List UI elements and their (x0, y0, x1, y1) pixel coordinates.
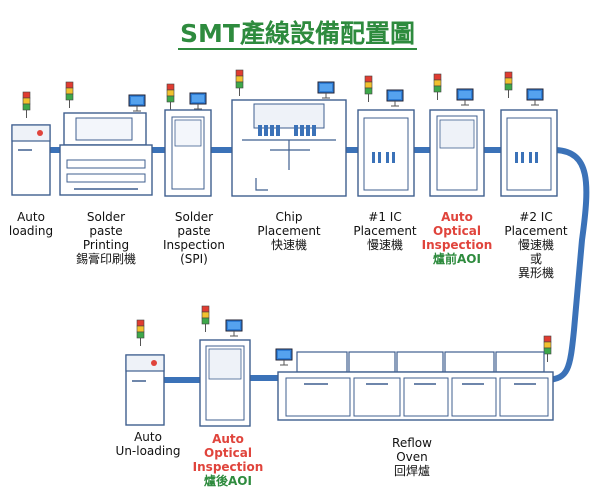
machine-chip-placement (231, 69, 347, 197)
machine-aoi-post (199, 305, 251, 427)
machine-ic1-placement (357, 75, 415, 197)
machine-ic2-placement (500, 71, 558, 197)
machine-reflow-oven (275, 335, 554, 421)
machine-auto-loading (11, 91, 51, 196)
machine-spi (164, 83, 212, 197)
machine-auto-unloading (125, 319, 165, 426)
diagram-title: SMT產線設備配置圖 (178, 19, 417, 50)
machine-solder-printing (59, 81, 153, 196)
machine-aoi-pre (429, 73, 485, 197)
